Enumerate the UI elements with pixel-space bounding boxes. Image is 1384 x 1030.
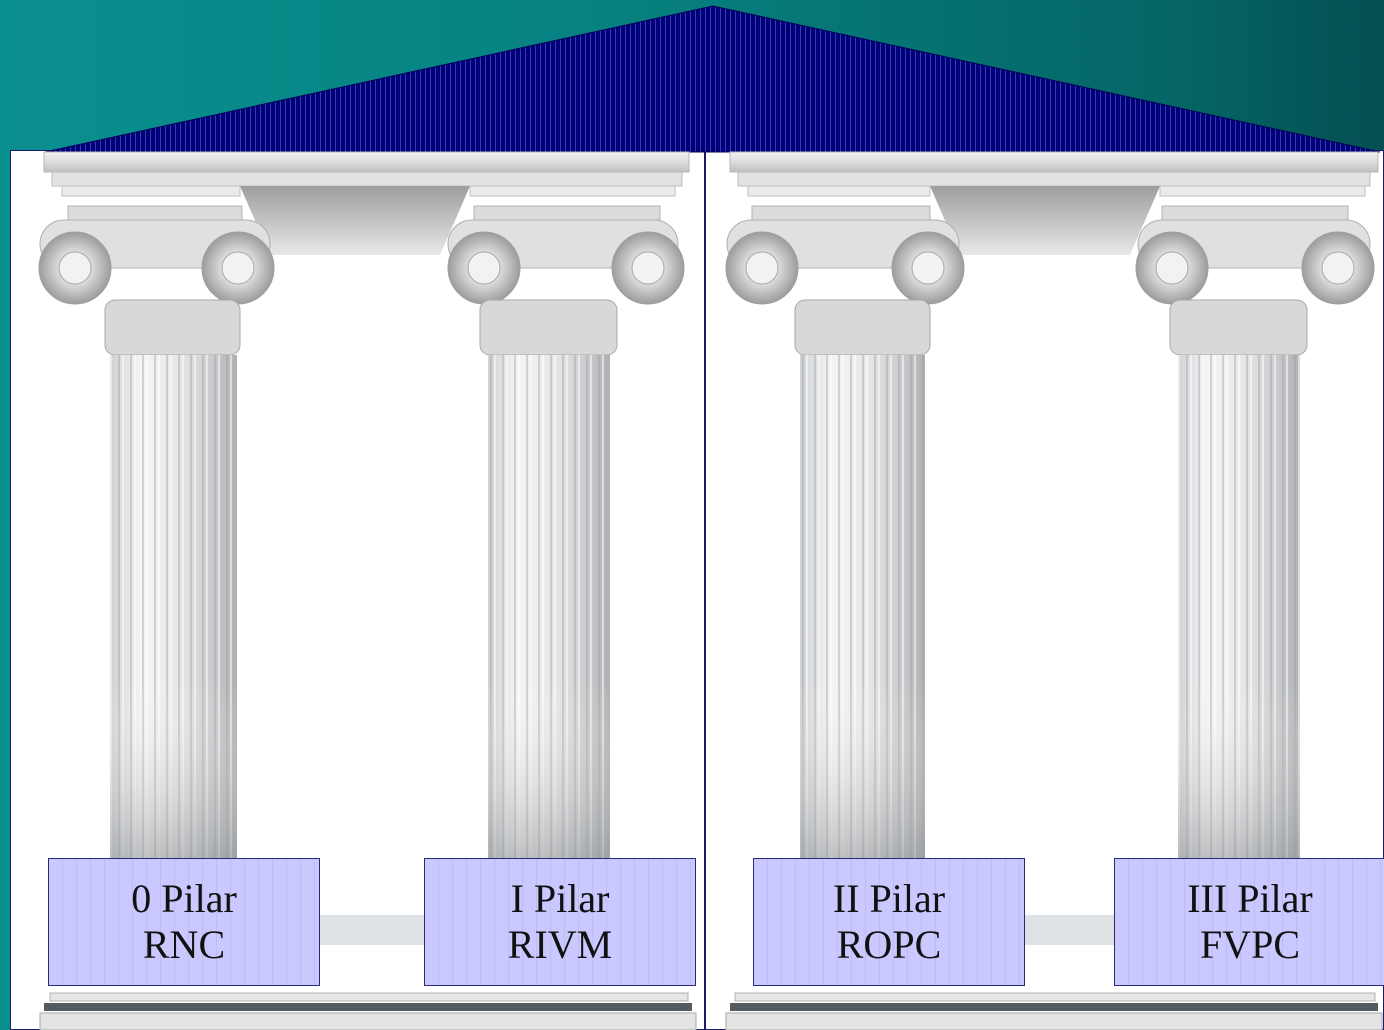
pillar-3-acronym: FVPC [1199, 922, 1301, 967]
pillar-0-title: 0 Pilar [131, 876, 237, 921]
base-right [725, 992, 1383, 1030]
pillar-3-title: III Pilar [1187, 876, 1313, 921]
column-3 [1135, 219, 1375, 860]
pillar-label-2: II Pilar ROPC [753, 858, 1025, 986]
column-2 [725, 219, 965, 860]
pillar-2-title: II Pilar [832, 876, 946, 921]
roof-pediment [44, 5, 1381, 153]
column-0 [38, 219, 275, 860]
pillar-label-1: I Pilar RIVM [424, 858, 696, 986]
pillar-0-acronym: RNC [142, 922, 226, 967]
pillar-1-title: I Pilar [510, 876, 610, 921]
base-left [39, 992, 697, 1030]
pillar-2-acronym: ROPC [836, 922, 942, 967]
pillar-1-acronym: RIVM [507, 922, 613, 967]
entablature-left [43, 151, 690, 255]
entablature-right [729, 151, 1379, 255]
pillar-label-3: III Pilar FVPC [1114, 858, 1384, 986]
pillar-label-0: 0 Pilar RNC [48, 858, 320, 986]
column-1 [447, 219, 685, 860]
